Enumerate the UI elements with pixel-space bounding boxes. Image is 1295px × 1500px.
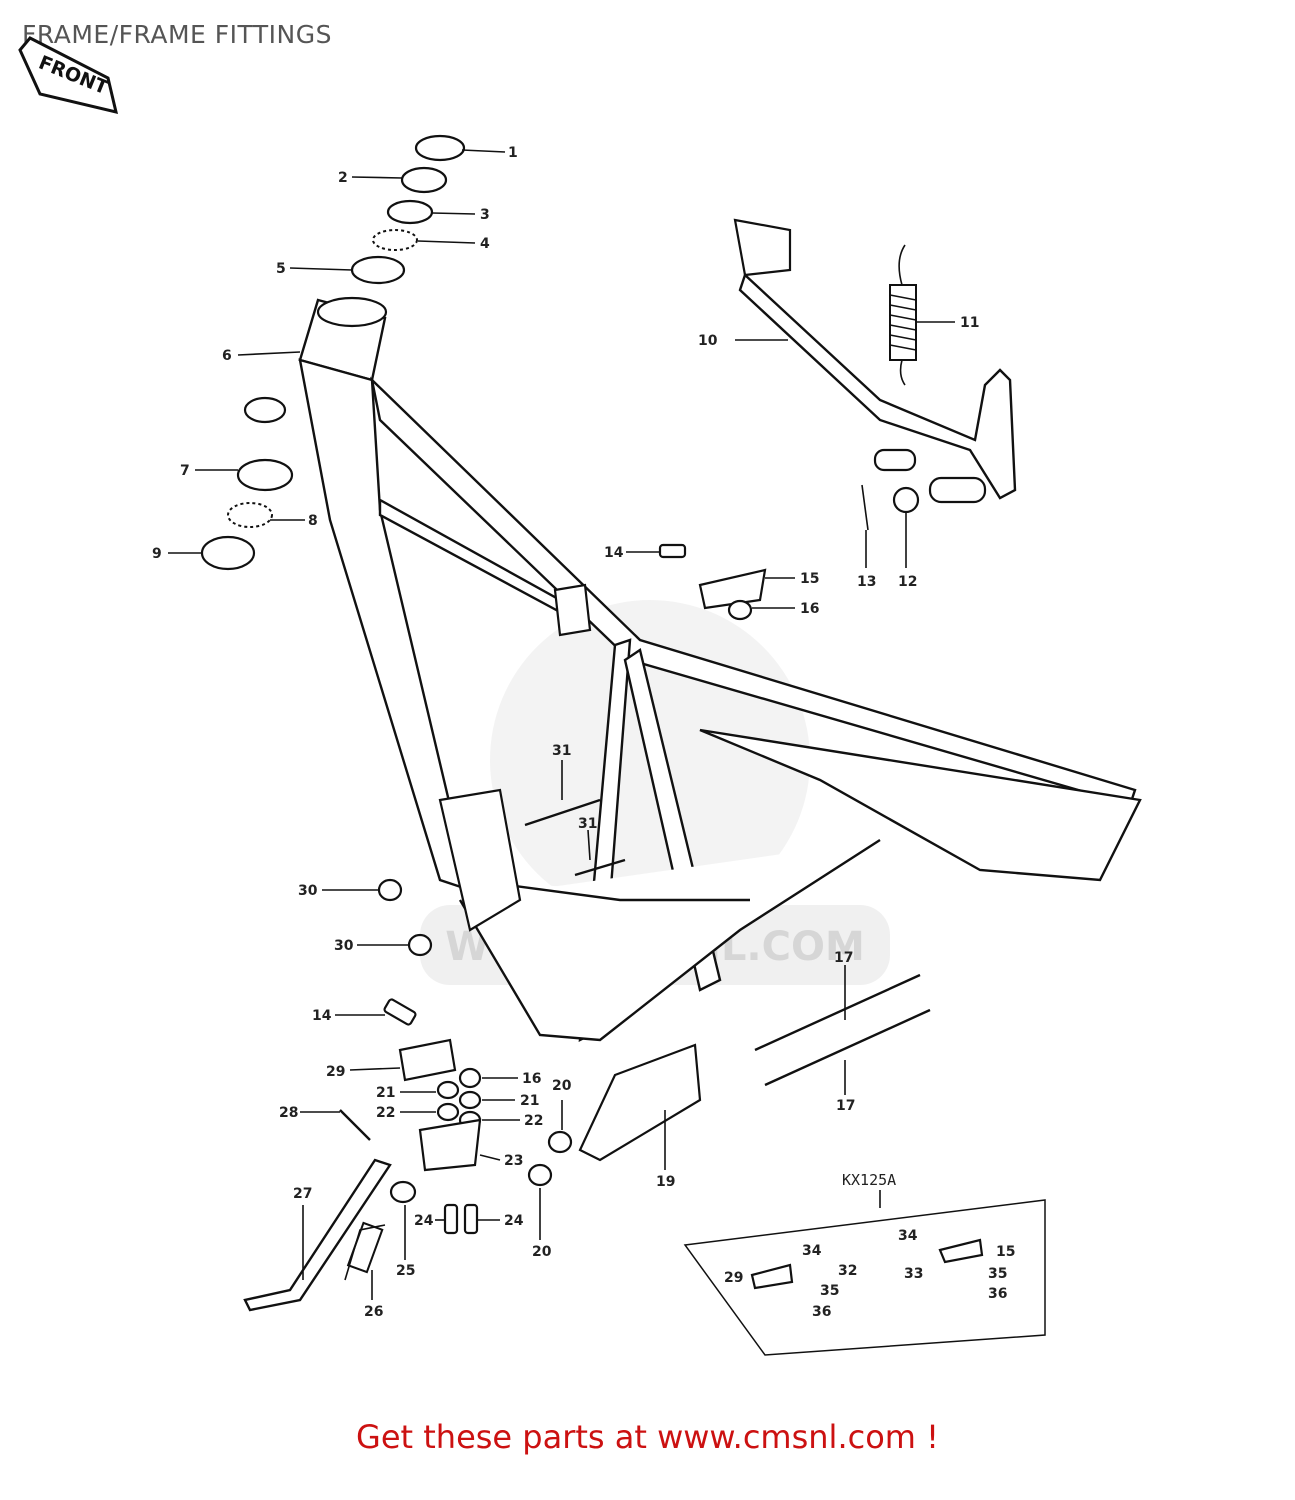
inset-callout-34b: 34 xyxy=(898,1228,918,1244)
inset-callout-35b: 35 xyxy=(988,1266,1007,1282)
callout-26: 26 xyxy=(364,1304,383,1320)
left-footrest-parts xyxy=(383,998,482,1235)
callout-16a: 16 xyxy=(800,601,819,617)
bolt-28 xyxy=(339,1109,371,1141)
callout-labels: 1 2 3 4 5 6 7 8 9 10 11 12 13 14 15 16 3… xyxy=(152,145,1015,1320)
callout-15a: 15 xyxy=(800,571,819,587)
callout-7: 7 xyxy=(180,463,190,479)
callout-28: 28 xyxy=(279,1105,298,1121)
callout-3: 3 xyxy=(480,207,490,223)
footer-link[interactable]: Get these parts at www.cmsnl.com ! xyxy=(356,1418,939,1456)
callout-17a: 17 xyxy=(834,950,853,966)
washer xyxy=(892,486,920,514)
callout-23: 23 xyxy=(504,1153,523,1169)
footrest-right xyxy=(658,543,767,621)
cotter-pin xyxy=(861,484,869,531)
side-stand xyxy=(243,1158,392,1312)
callout-27: 27 xyxy=(293,1186,312,1202)
callout-12: 12 xyxy=(898,574,917,590)
callout-25: 25 xyxy=(396,1263,415,1279)
callout-21b: 21 xyxy=(520,1093,539,1109)
callout-21a: 21 xyxy=(376,1085,395,1101)
callout-1: 1 xyxy=(508,145,518,161)
callout-13: 13 xyxy=(857,574,876,590)
kx125a-inset: KX125A xyxy=(683,1171,1046,1356)
inset-callout-36a: 36 xyxy=(812,1304,831,1320)
brake-spring xyxy=(889,244,917,386)
callout-19: 19 xyxy=(656,1174,675,1190)
callout-24a: 24 xyxy=(414,1213,434,1229)
callout-22a: 22 xyxy=(376,1105,395,1121)
callout-20b: 20 xyxy=(532,1244,552,1260)
callout-8: 8 xyxy=(308,513,318,529)
callout-17b: 17 xyxy=(836,1098,855,1114)
callout-16b: 16 xyxy=(522,1071,541,1087)
inset-callout-15: 15 xyxy=(996,1244,1015,1260)
brake-pedal xyxy=(733,218,1017,504)
callout-14b: 14 xyxy=(312,1008,332,1024)
callout-30a: 30 xyxy=(298,883,318,899)
main-frame xyxy=(298,358,1142,1043)
callout-4: 4 xyxy=(480,236,490,252)
callout-5: 5 xyxy=(276,261,286,277)
variant-label: KX125A xyxy=(842,1171,896,1189)
callout-11: 11 xyxy=(960,315,979,331)
callout-2: 2 xyxy=(338,170,348,186)
bolt-17b xyxy=(764,1008,931,1087)
front-arrow-icon: FRONT xyxy=(18,36,119,115)
inset-callout-36b: 36 xyxy=(988,1286,1007,1302)
callout-31b: 31 xyxy=(578,816,597,832)
inset-callout-32: 32 xyxy=(838,1263,857,1279)
callout-14a: 14 xyxy=(604,545,624,561)
inset-callout-33: 33 xyxy=(904,1266,923,1282)
nut-30a xyxy=(377,878,403,902)
callout-30b: 30 xyxy=(334,938,354,954)
bolt-31b xyxy=(574,858,626,877)
collar-20a xyxy=(547,1130,573,1154)
steering-stem-parts xyxy=(350,134,466,285)
nut-30b xyxy=(407,933,433,957)
inset-callout-34a: 34 xyxy=(802,1243,822,1259)
page-title: FRAME/FRAME FITTINGS xyxy=(22,20,332,49)
callout-20a: 20 xyxy=(552,1078,572,1094)
nut-20b xyxy=(527,1163,553,1187)
callout-10: 10 xyxy=(698,333,718,349)
lower-bearing-parts xyxy=(200,458,294,571)
callout-9: 9 xyxy=(152,546,162,562)
leader-lines xyxy=(168,149,955,1300)
footer-banner: Get these parts at www.cmsnl.com ! xyxy=(0,1418,1295,1456)
inset-callout-35a: 35 xyxy=(820,1283,839,1299)
bracket-19 xyxy=(578,1043,702,1162)
bolt-17a xyxy=(754,973,921,1052)
callout-24b: 24 xyxy=(504,1213,524,1229)
callout-31a: 31 xyxy=(552,743,571,759)
frame-head-tube xyxy=(243,296,388,424)
bolt-31a xyxy=(524,798,601,827)
callout-6: 6 xyxy=(222,348,232,364)
callout-22b: 22 xyxy=(524,1113,543,1129)
inset-callout-29: 29 xyxy=(724,1270,743,1286)
callout-29: 29 xyxy=(326,1064,345,1080)
